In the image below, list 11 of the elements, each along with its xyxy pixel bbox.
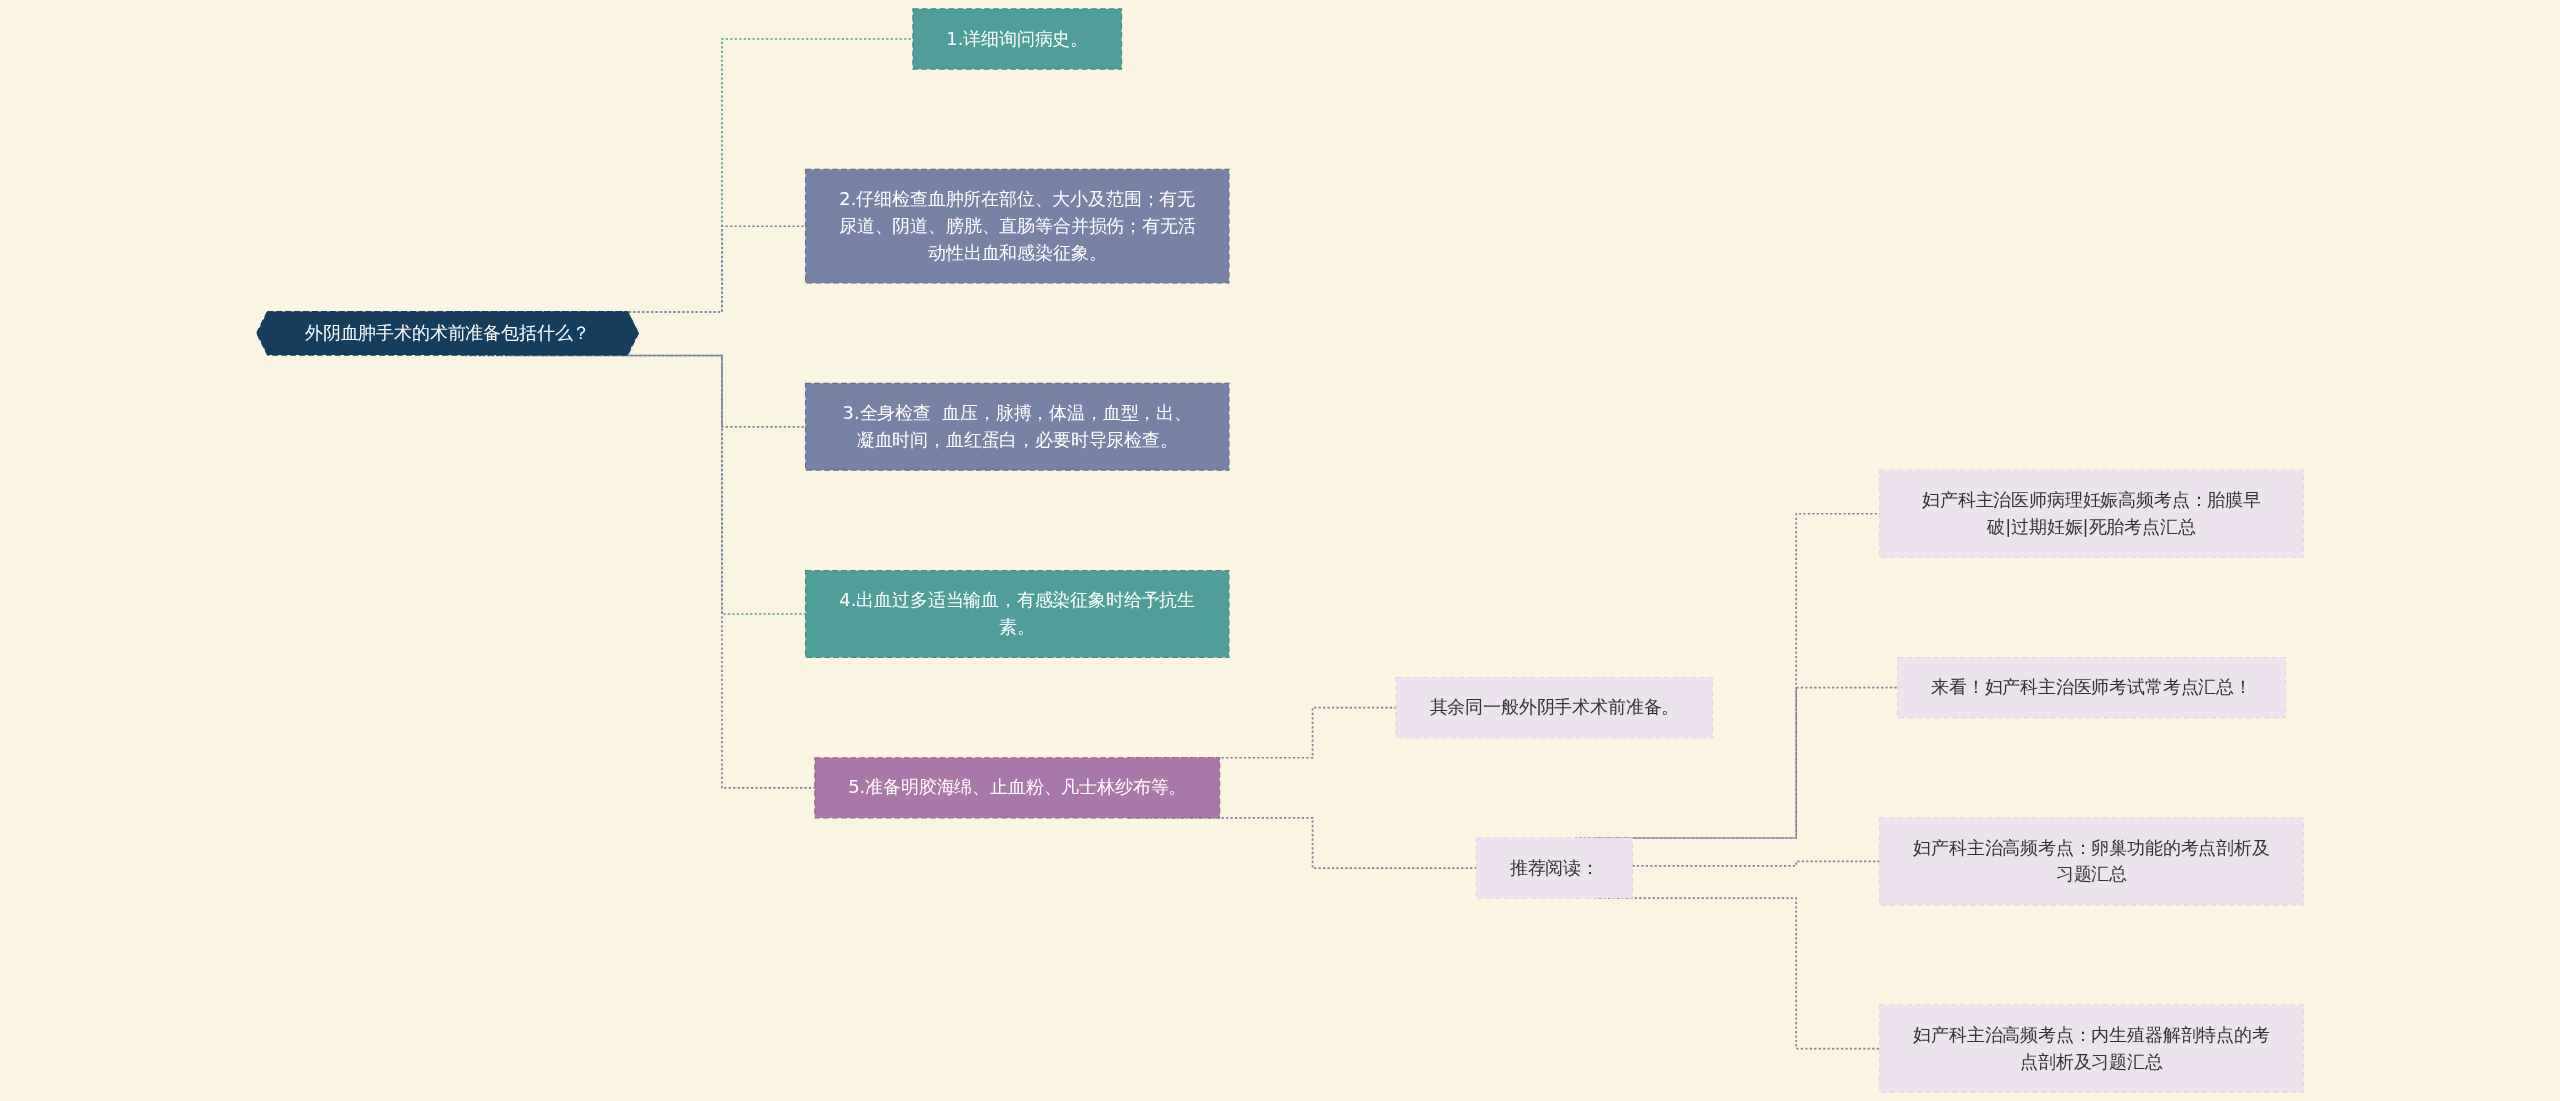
- node-box: 5.准备明胶海绵、止血粉、凡士林纱布等。: [814, 757, 1221, 819]
- node-box: 3.全身检查 血压，脉搏，体温，血型，出、凝血时间，血红蛋白，必要时导尿检查。: [804, 382, 1230, 471]
- node-box: 妇产科主治高频考点：内生殖器解剖特点的考点剖析及习题汇总: [1879, 1004, 2304, 1093]
- node-box: 4.出血过多适当输血，有感染征象时给予抗生素。: [804, 570, 1230, 659]
- node-box: 妇产科主治高频考点：卵巢功能的考点剖析及习题汇总: [1879, 817, 2304, 906]
- node-box: 妇产科主治医师病理妊娠高频考点：胎膜早破|过期妊娠|死胎考点汇总: [1879, 469, 2304, 558]
- node-box: 1.详细询问病史。: [912, 8, 1123, 70]
- node-box: 来看！妇产科主治医师考试常考点汇总！: [1897, 656, 2286, 719]
- node-box: 推荐阅读：: [1475, 837, 1633, 899]
- node-box: 2.仔细检查血肿所在部位、大小及范围；有无尿道、阴道、膀胱、直肠等合并损伤；有无活动性出血和感染征象。: [804, 168, 1230, 284]
- node-box: 其余同一般外阴手术术前准备。: [1395, 677, 1714, 739]
